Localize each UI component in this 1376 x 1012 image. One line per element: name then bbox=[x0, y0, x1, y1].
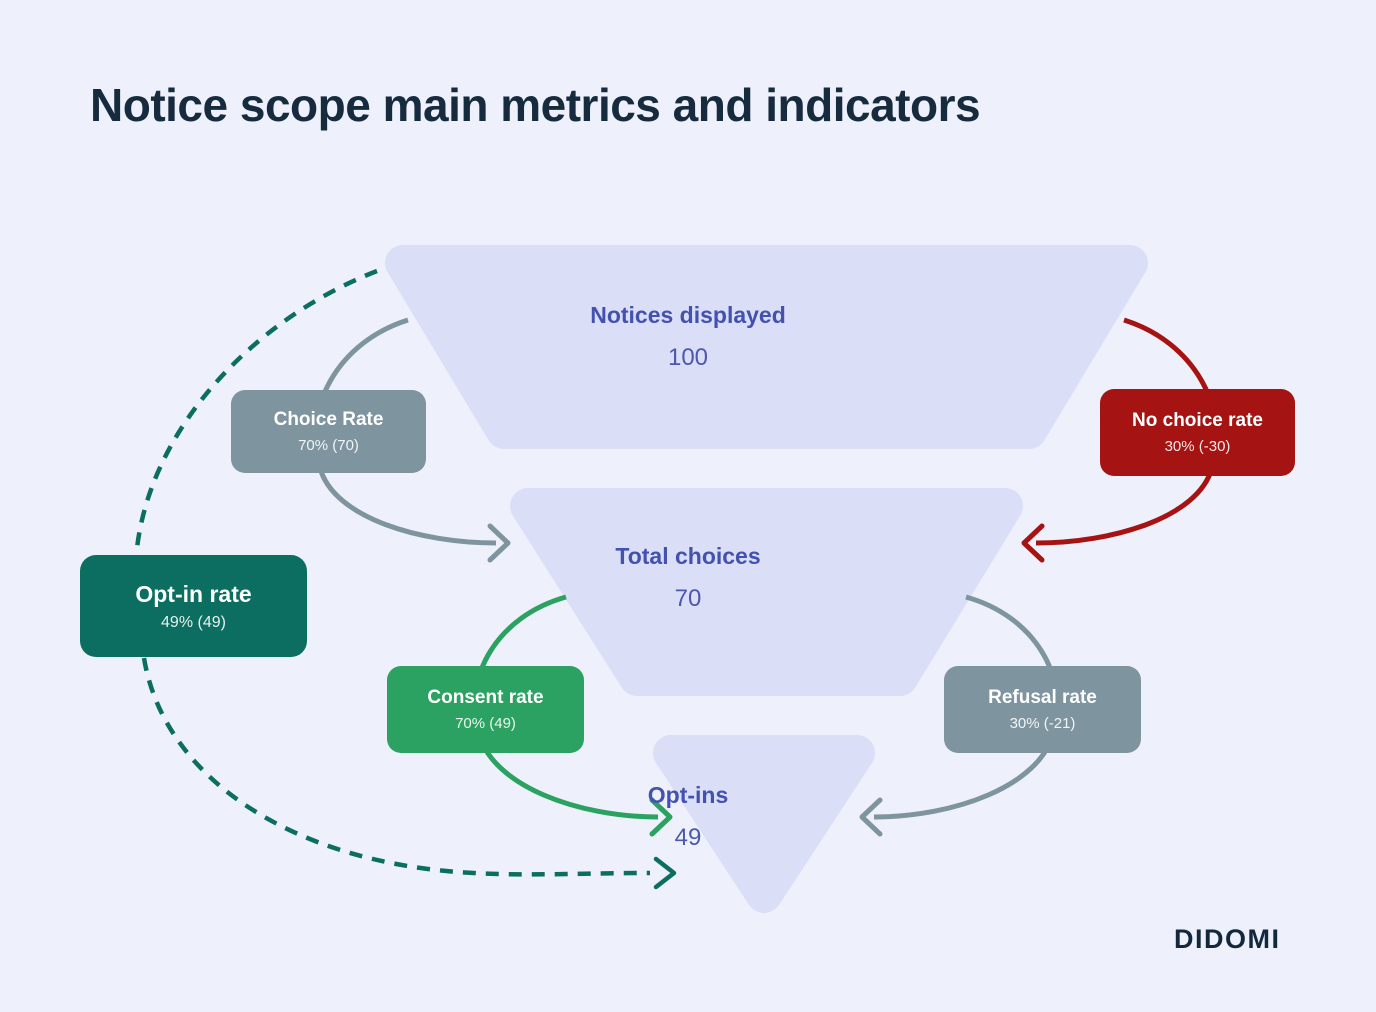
consent-rate-badge: Consent rate 70% (49) bbox=[387, 666, 584, 753]
funnel-level-3-shape bbox=[653, 735, 875, 913]
choice-rate-label: Choice Rate bbox=[273, 408, 384, 430]
refusal-rate-label: Refusal rate bbox=[988, 686, 1097, 708]
consent-rate-label: Consent rate bbox=[427, 686, 544, 708]
opt-in-rate-badge: Opt-in rate 49% (49) bbox=[80, 555, 307, 657]
choice-rate-badge: Choice Rate 70% (70) bbox=[231, 390, 426, 473]
consent-rate-arrowhead bbox=[649, 797, 673, 837]
no-choice-rate-badge: No choice rate 30% (-30) bbox=[1100, 389, 1295, 476]
no-choice-rate-arrowhead bbox=[1021, 523, 1045, 563]
refusal-rate-detail: 30% (-21) bbox=[1009, 714, 1076, 732]
didomi-logo: DIDOMI bbox=[1174, 924, 1281, 954]
opt-in-rate-detail: 49% (49) bbox=[161, 613, 226, 631]
funnel-level-1-shape bbox=[385, 245, 1148, 449]
funnel-level-2-shape bbox=[510, 488, 1023, 696]
opt-in-rate-arrowhead bbox=[653, 856, 677, 890]
no-choice-rate-detail: 30% (-30) bbox=[1164, 437, 1231, 455]
choice-rate-detail: 70% (70) bbox=[298, 436, 359, 454]
opt-in-rate-arrow-upper bbox=[134, 268, 378, 549]
refusal-rate-arrowhead bbox=[859, 797, 883, 837]
consent-rate-detail: 70% (49) bbox=[455, 714, 516, 732]
no-choice-rate-label: No choice rate bbox=[1132, 409, 1263, 431]
choice-rate-arrowhead bbox=[487, 523, 511, 563]
opt-in-rate-arrow-lower bbox=[141, 657, 651, 877]
opt-in-rate-label: Opt-in rate bbox=[135, 580, 252, 607]
page-title: Notice scope main metrics and indicators bbox=[90, 79, 981, 131]
refusal-rate-badge: Refusal rate 30% (-21) bbox=[944, 666, 1141, 753]
